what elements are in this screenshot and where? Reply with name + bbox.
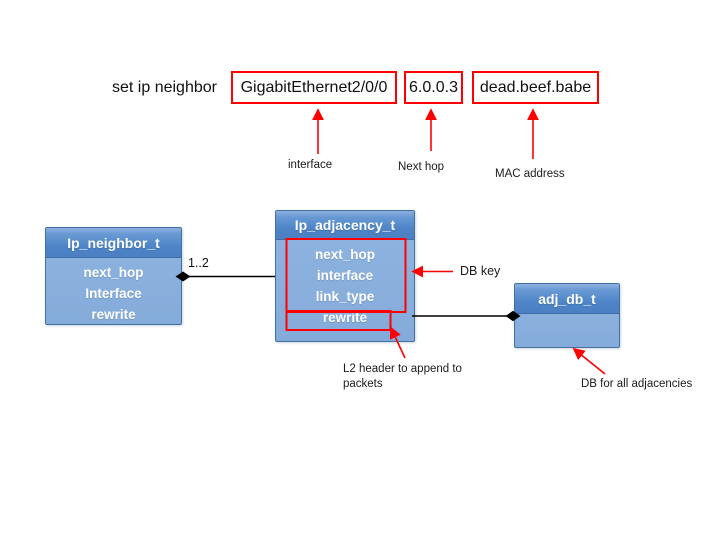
neighbor-adjacency-connector: [175, 271, 275, 282]
class-adj-db-body: [515, 314, 619, 318]
class-ip-neighbor-title: Ip_neighbor_t: [46, 228, 181, 258]
class-adj-db-title: adj_db_t: [515, 284, 619, 314]
field-next-hop: next_hop: [314, 247, 375, 262]
class-ip-adjacency-title: Ip_adjacency_t: [276, 211, 414, 240]
field-rewrite: rewrite: [91, 307, 136, 322]
class-ip-neighbor: Ip_neighbor_t next_hop Interface rewrite: [45, 227, 182, 325]
adjacency-adjdb-connector: [412, 310, 521, 322]
annotation-l2-header-line1: L2 header to append to: [343, 363, 462, 375]
field-next-hop: next_hop: [83, 265, 144, 280]
field-interface: Interface: [85, 286, 142, 301]
label-next-hop: Next hop: [398, 161, 445, 173]
label-interface: interface: [288, 159, 333, 171]
label-mac-address: MAC address: [495, 168, 565, 180]
field-link-type: link_type: [315, 289, 375, 304]
field-interface: interface: [316, 268, 374, 283]
class-ip-adjacency-fields: next_hop interface link_type rewrite: [276, 240, 414, 328]
class-ip-neighbor-fields: next_hop Interface rewrite: [46, 258, 181, 325]
command-arg-next-hop: 6.0.0.3: [404, 71, 463, 104]
multiplicity-label: 1..2: [188, 256, 209, 270]
annotation-l2-header: L2 header to append to packets: [343, 362, 462, 392]
class-ip-adjacency: Ip_adjacency_t next_hop interface link_t…: [275, 210, 415, 342]
class-adj-db: adj_db_t: [514, 283, 620, 348]
annotation-db-key: DB key: [460, 264, 501, 278]
command-text: set ip neighbor: [112, 79, 217, 96]
command-arg-mac-address: dead.beef.babe: [472, 71, 599, 104]
annotation-l2-header-line2: packets: [343, 378, 383, 390]
field-rewrite: rewrite: [322, 310, 368, 325]
db-for-all-arrow: [572, 347, 606, 375]
annotation-db-for-all: DB for all adjacencies: [581, 378, 693, 390]
command-arg-interface: GigabitEthernet2/0/0: [231, 71, 397, 104]
